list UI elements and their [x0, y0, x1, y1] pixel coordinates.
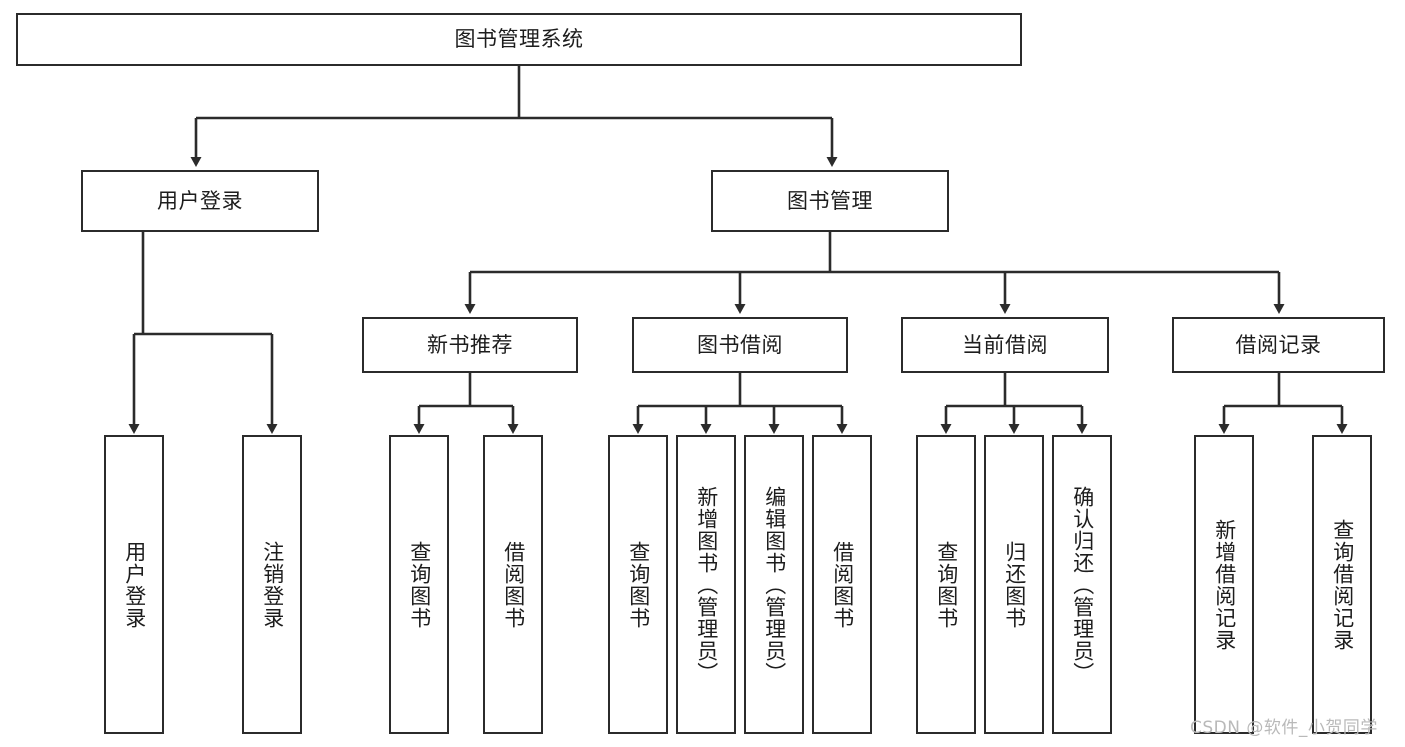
leaf-query-book-borrow[interactable]: 查询图书: [608, 435, 668, 734]
leaf-edit-book-label: 编辑图书（管理员）: [762, 485, 787, 684]
node-current-borrow-label: 当前借阅: [962, 332, 1048, 357]
leaf-query-book-recommend-label: 查询图书: [407, 540, 432, 629]
leaf-add-book-label: 新增图书（管理员）: [694, 485, 719, 684]
node-book-manage-label: 图书管理: [787, 188, 873, 213]
leaf-borrow-book-label: 借阅图书: [830, 540, 855, 629]
node-root[interactable]: 图书管理系统: [16, 13, 1022, 66]
leaf-user-login-label: 用户登录: [122, 540, 147, 629]
leaf-edit-book[interactable]: 编辑图书（管理员）: [744, 435, 804, 734]
leaf-add-borrow-record[interactable]: 新增借阅记录: [1194, 435, 1254, 734]
leaf-query-book-borrow-label: 查询图书: [626, 540, 651, 629]
leaf-query-borrow-record-label: 查询借阅记录: [1330, 518, 1355, 651]
leaf-logout[interactable]: 注销登录: [242, 435, 302, 734]
leaf-borrow-book-recommend-label: 借阅图书: [501, 540, 526, 629]
node-new-book-recommend-label: 新书推荐: [427, 332, 513, 357]
node-book-borrow[interactable]: 图书借阅: [632, 317, 848, 373]
node-current-borrow[interactable]: 当前借阅: [901, 317, 1109, 373]
leaf-confirm-return[interactable]: 确认归还（管理员）: [1052, 435, 1112, 734]
node-book-manage[interactable]: 图书管理: [711, 170, 949, 232]
leaf-add-borrow-record-label: 新增借阅记录: [1212, 518, 1237, 651]
leaf-query-book-current[interactable]: 查询图书: [916, 435, 976, 734]
leaf-query-book-current-label: 查询图书: [934, 540, 959, 629]
leaf-query-borrow-record[interactable]: 查询借阅记录: [1312, 435, 1372, 734]
leaf-add-book[interactable]: 新增图书（管理员）: [676, 435, 736, 734]
node-borrow-record[interactable]: 借阅记录: [1172, 317, 1385, 373]
node-user-login[interactable]: 用户登录: [81, 170, 319, 232]
leaf-borrow-book-recommend[interactable]: 借阅图书: [483, 435, 543, 734]
node-user-login-label: 用户登录: [157, 188, 243, 213]
leaf-logout-label: 注销登录: [260, 540, 285, 629]
leaf-borrow-book[interactable]: 借阅图书: [812, 435, 872, 734]
node-root-label: 图书管理系统: [454, 27, 584, 52]
leaf-return-book-label: 归还图书: [1002, 540, 1027, 629]
leaf-user-login[interactable]: 用户登录: [104, 435, 164, 734]
leaf-return-book[interactable]: 归还图书: [984, 435, 1044, 734]
node-new-book-recommend[interactable]: 新书推荐: [362, 317, 578, 373]
node-book-borrow-label: 图书借阅: [697, 332, 783, 357]
leaf-query-book-recommend[interactable]: 查询图书: [389, 435, 449, 734]
watermark: CSDN @软件_小贺同学: [1190, 718, 1378, 738]
leaf-confirm-return-label: 确认归还（管理员）: [1070, 485, 1095, 684]
node-borrow-record-label: 借阅记录: [1235, 332, 1322, 357]
